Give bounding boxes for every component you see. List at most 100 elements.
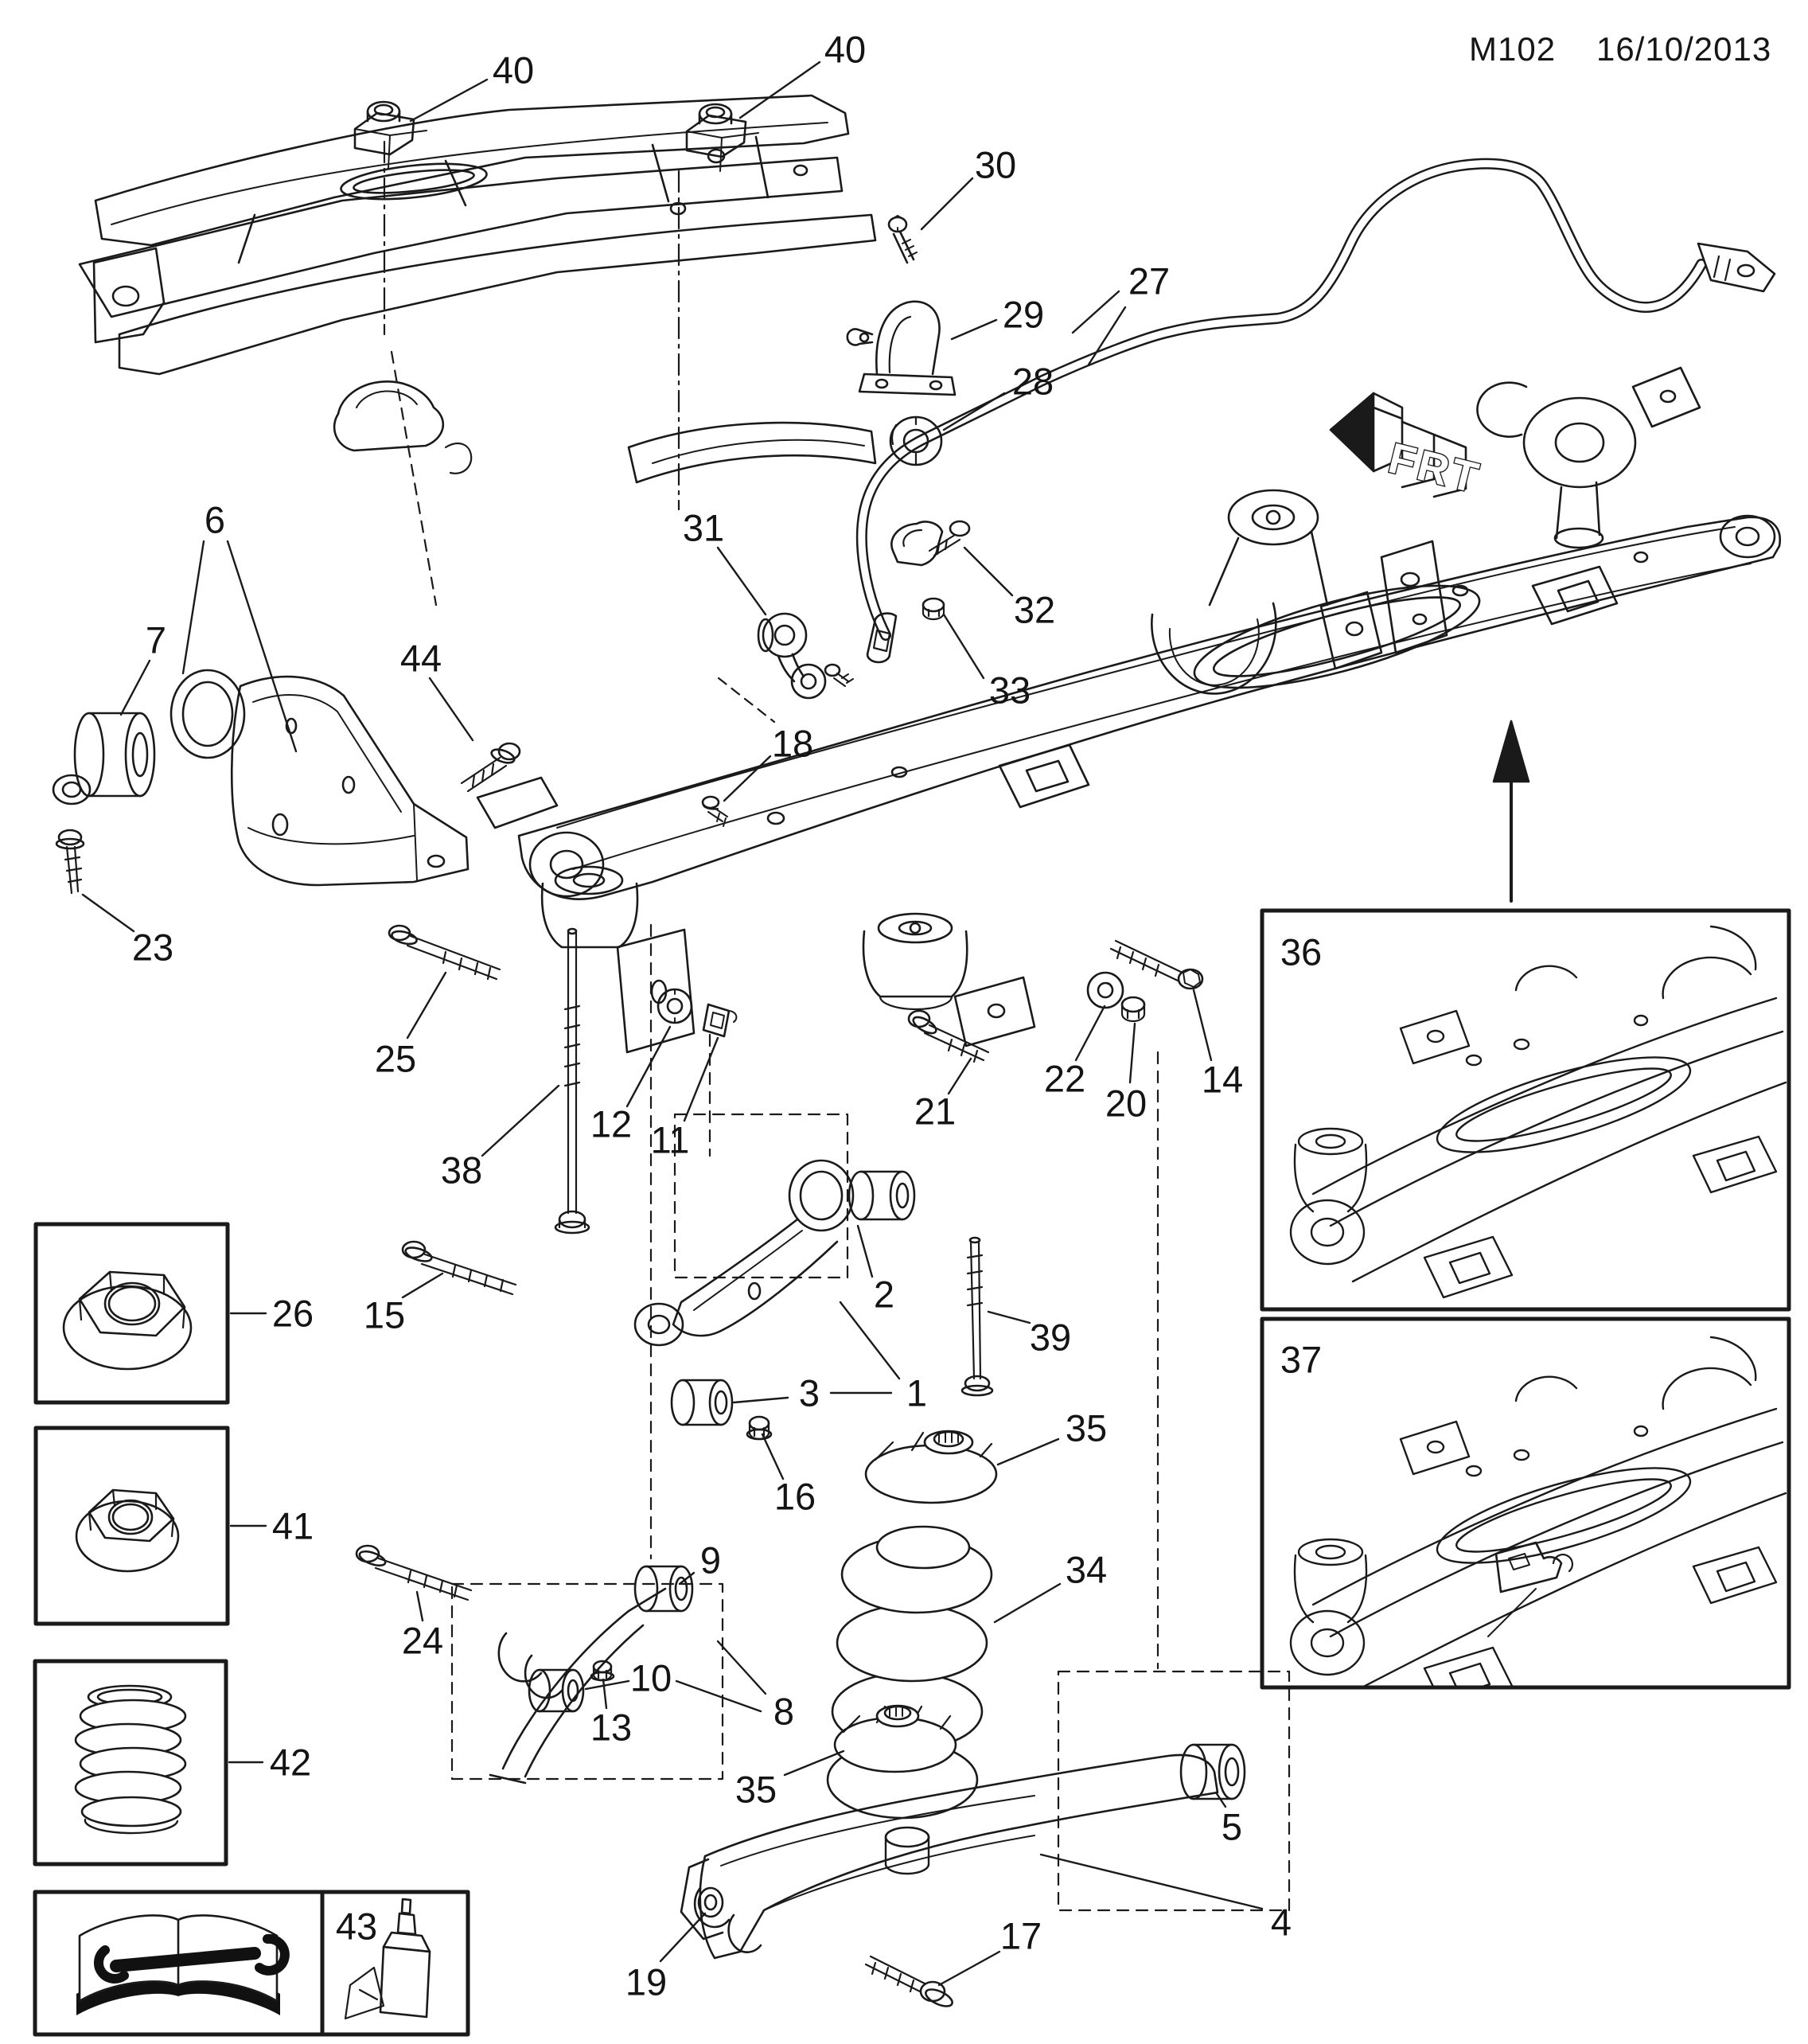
callout-19[interactable]: 19 — [625, 1960, 668, 2003]
bolt-23-drawing — [55, 829, 85, 895]
leader-line-5 — [1214, 1791, 1227, 1808]
callout-9[interactable]: 9 — [699, 1539, 722, 1582]
callout-5[interactable]: 5 — [1221, 1805, 1243, 1848]
callout-41[interactable]: 41 — [271, 1504, 314, 1547]
leader-line-23 — [81, 893, 135, 933]
callout-39[interactable]: 39 — [1029, 1316, 1072, 1359]
leader-line-44 — [428, 677, 474, 742]
leader-line-24 — [415, 1590, 424, 1622]
callout-31[interactable]: 31 — [682, 506, 725, 549]
callout-12[interactable]: 12 — [590, 1102, 633, 1145]
leader-line-30 — [920, 177, 974, 231]
leader-line-21 — [947, 1057, 972, 1095]
callout-15[interactable]: 15 — [363, 1293, 406, 1336]
callout-11[interactable]: 11 — [650, 1118, 690, 1161]
callout-33[interactable]: 33 — [988, 669, 1031, 712]
leader-line-15 — [401, 1272, 444, 1299]
leader-line-13 — [602, 1678, 608, 1710]
leader-line-20 — [1128, 1022, 1136, 1084]
callout-25[interactable]: 25 — [374, 1037, 417, 1080]
callout-26[interactable]: 26 — [271, 1292, 314, 1335]
callout-34[interactable]: 34 — [1065, 1548, 1108, 1591]
callout-17[interactable]: 17 — [999, 1914, 1042, 1957]
callout-28[interactable]: 28 — [1011, 360, 1054, 403]
document-code: M102 — [1469, 30, 1557, 68]
arm-bushing-2-drawing — [848, 1170, 916, 1221]
bolt-15-drawing — [401, 1240, 517, 1296]
callout-7[interactable]: 7 — [145, 618, 167, 661]
leader-line-1 — [839, 1301, 901, 1380]
callout-6[interactable]: 6 — [204, 498, 226, 541]
leader-line-4 — [1039, 1853, 1264, 1910]
callout-10[interactable]: 10 — [629, 1656, 672, 1699]
callout-44[interactable]: 44 — [399, 637, 442, 680]
callout-29[interactable]: 29 — [1002, 293, 1045, 336]
leader-line-31 — [716, 546, 767, 616]
leader-line-32 — [963, 546, 1014, 597]
callout-40[interactable]: 40 — [824, 28, 867, 71]
legend-box-sealant-43 — [320, 1890, 470, 2037]
callout-40[interactable]: 40 — [492, 49, 535, 92]
spring-seat-upper-drawing — [864, 1430, 998, 1504]
callout-37[interactable]: 37 — [1280, 1338, 1323, 1381]
callout-36[interactable]: 36 — [1280, 930, 1323, 973]
bolt-44-drawing — [460, 742, 521, 793]
leader-line-19 — [659, 1912, 707, 1963]
arm-bushing-3-drawing — [670, 1379, 734, 1426]
leader-line-27 — [1071, 290, 1120, 334]
callout-32[interactable]: 32 — [1013, 588, 1056, 631]
callout-3[interactable]: 3 — [798, 1371, 820, 1414]
stabilizer-bushing-28-drawing — [889, 415, 943, 466]
callout-23[interactable]: 23 — [131, 926, 174, 969]
callout-30[interactable]: 30 — [974, 143, 1017, 186]
legend-box-boot-42 — [33, 1659, 228, 1867]
leader-line-22 — [1074, 1004, 1106, 1062]
inset-box-37 — [1260, 1317, 1791, 1690]
leader-line-7 — [119, 659, 151, 716]
callout-14[interactable]: 14 — [1201, 1058, 1244, 1101]
callout-20[interactable]: 20 — [1105, 1082, 1148, 1125]
nut-16-drawing — [746, 1415, 773, 1441]
callout-27[interactable]: 27 — [1128, 259, 1171, 302]
callout-22[interactable]: 22 — [1043, 1057, 1086, 1100]
washer-22-drawing — [1086, 971, 1124, 1009]
leader-line-10 — [584, 1679, 630, 1691]
clip-nut-11-drawing — [702, 1003, 738, 1038]
leader-line-34 — [993, 1582, 1062, 1624]
leader-line-18 — [723, 755, 772, 802]
callout-42[interactable]: 42 — [269, 1741, 312, 1784]
link-bushing-10-drawing — [528, 1668, 585, 1713]
leader-line-39 — [987, 1310, 1031, 1324]
callout-16[interactable]: 16 — [773, 1475, 816, 1518]
callout-4[interactable]: 4 — [1270, 1901, 1292, 1944]
callout-24[interactable]: 24 — [401, 1619, 444, 1662]
spring-seat-lower-drawing — [833, 1704, 957, 1773]
bolt-14-drawing — [1109, 939, 1204, 990]
callout-21[interactable]: 21 — [914, 1090, 957, 1133]
leader-line-6 — [181, 540, 205, 675]
callout-2[interactable]: 2 — [873, 1273, 895, 1316]
callout-1[interactable]: 1 — [906, 1371, 928, 1414]
inset-clamp-detail — [1487, 1541, 1574, 1637]
body-frame-drawing — [78, 94, 877, 484]
leader-line-16 — [761, 1433, 785, 1480]
cage-nut-40-left-drawing — [353, 100, 427, 170]
cage-nut-40-right-drawing — [685, 103, 759, 172]
leader-line-35 — [783, 1749, 845, 1777]
leader-line-8 — [716, 1640, 767, 1695]
callout-35[interactable]: 35 — [1065, 1406, 1108, 1449]
leader-line-14 — [1192, 989, 1213, 1062]
up-arrow-icon — [1492, 720, 1530, 903]
callout-13[interactable]: 13 — [590, 1706, 633, 1749]
callout-8[interactable]: 8 — [773, 1690, 795, 1733]
callout-43[interactable]: 43 — [335, 1905, 378, 1948]
leader-line-9 — [678, 1571, 696, 1586]
callout-38[interactable]: 38 — [440, 1149, 483, 1192]
bolt-25-drawing — [388, 924, 501, 981]
stabilizer-bolt-30-drawing — [887, 215, 918, 264]
callout-35[interactable]: 35 — [734, 1768, 777, 1811]
callout-18[interactable]: 18 — [771, 722, 814, 765]
